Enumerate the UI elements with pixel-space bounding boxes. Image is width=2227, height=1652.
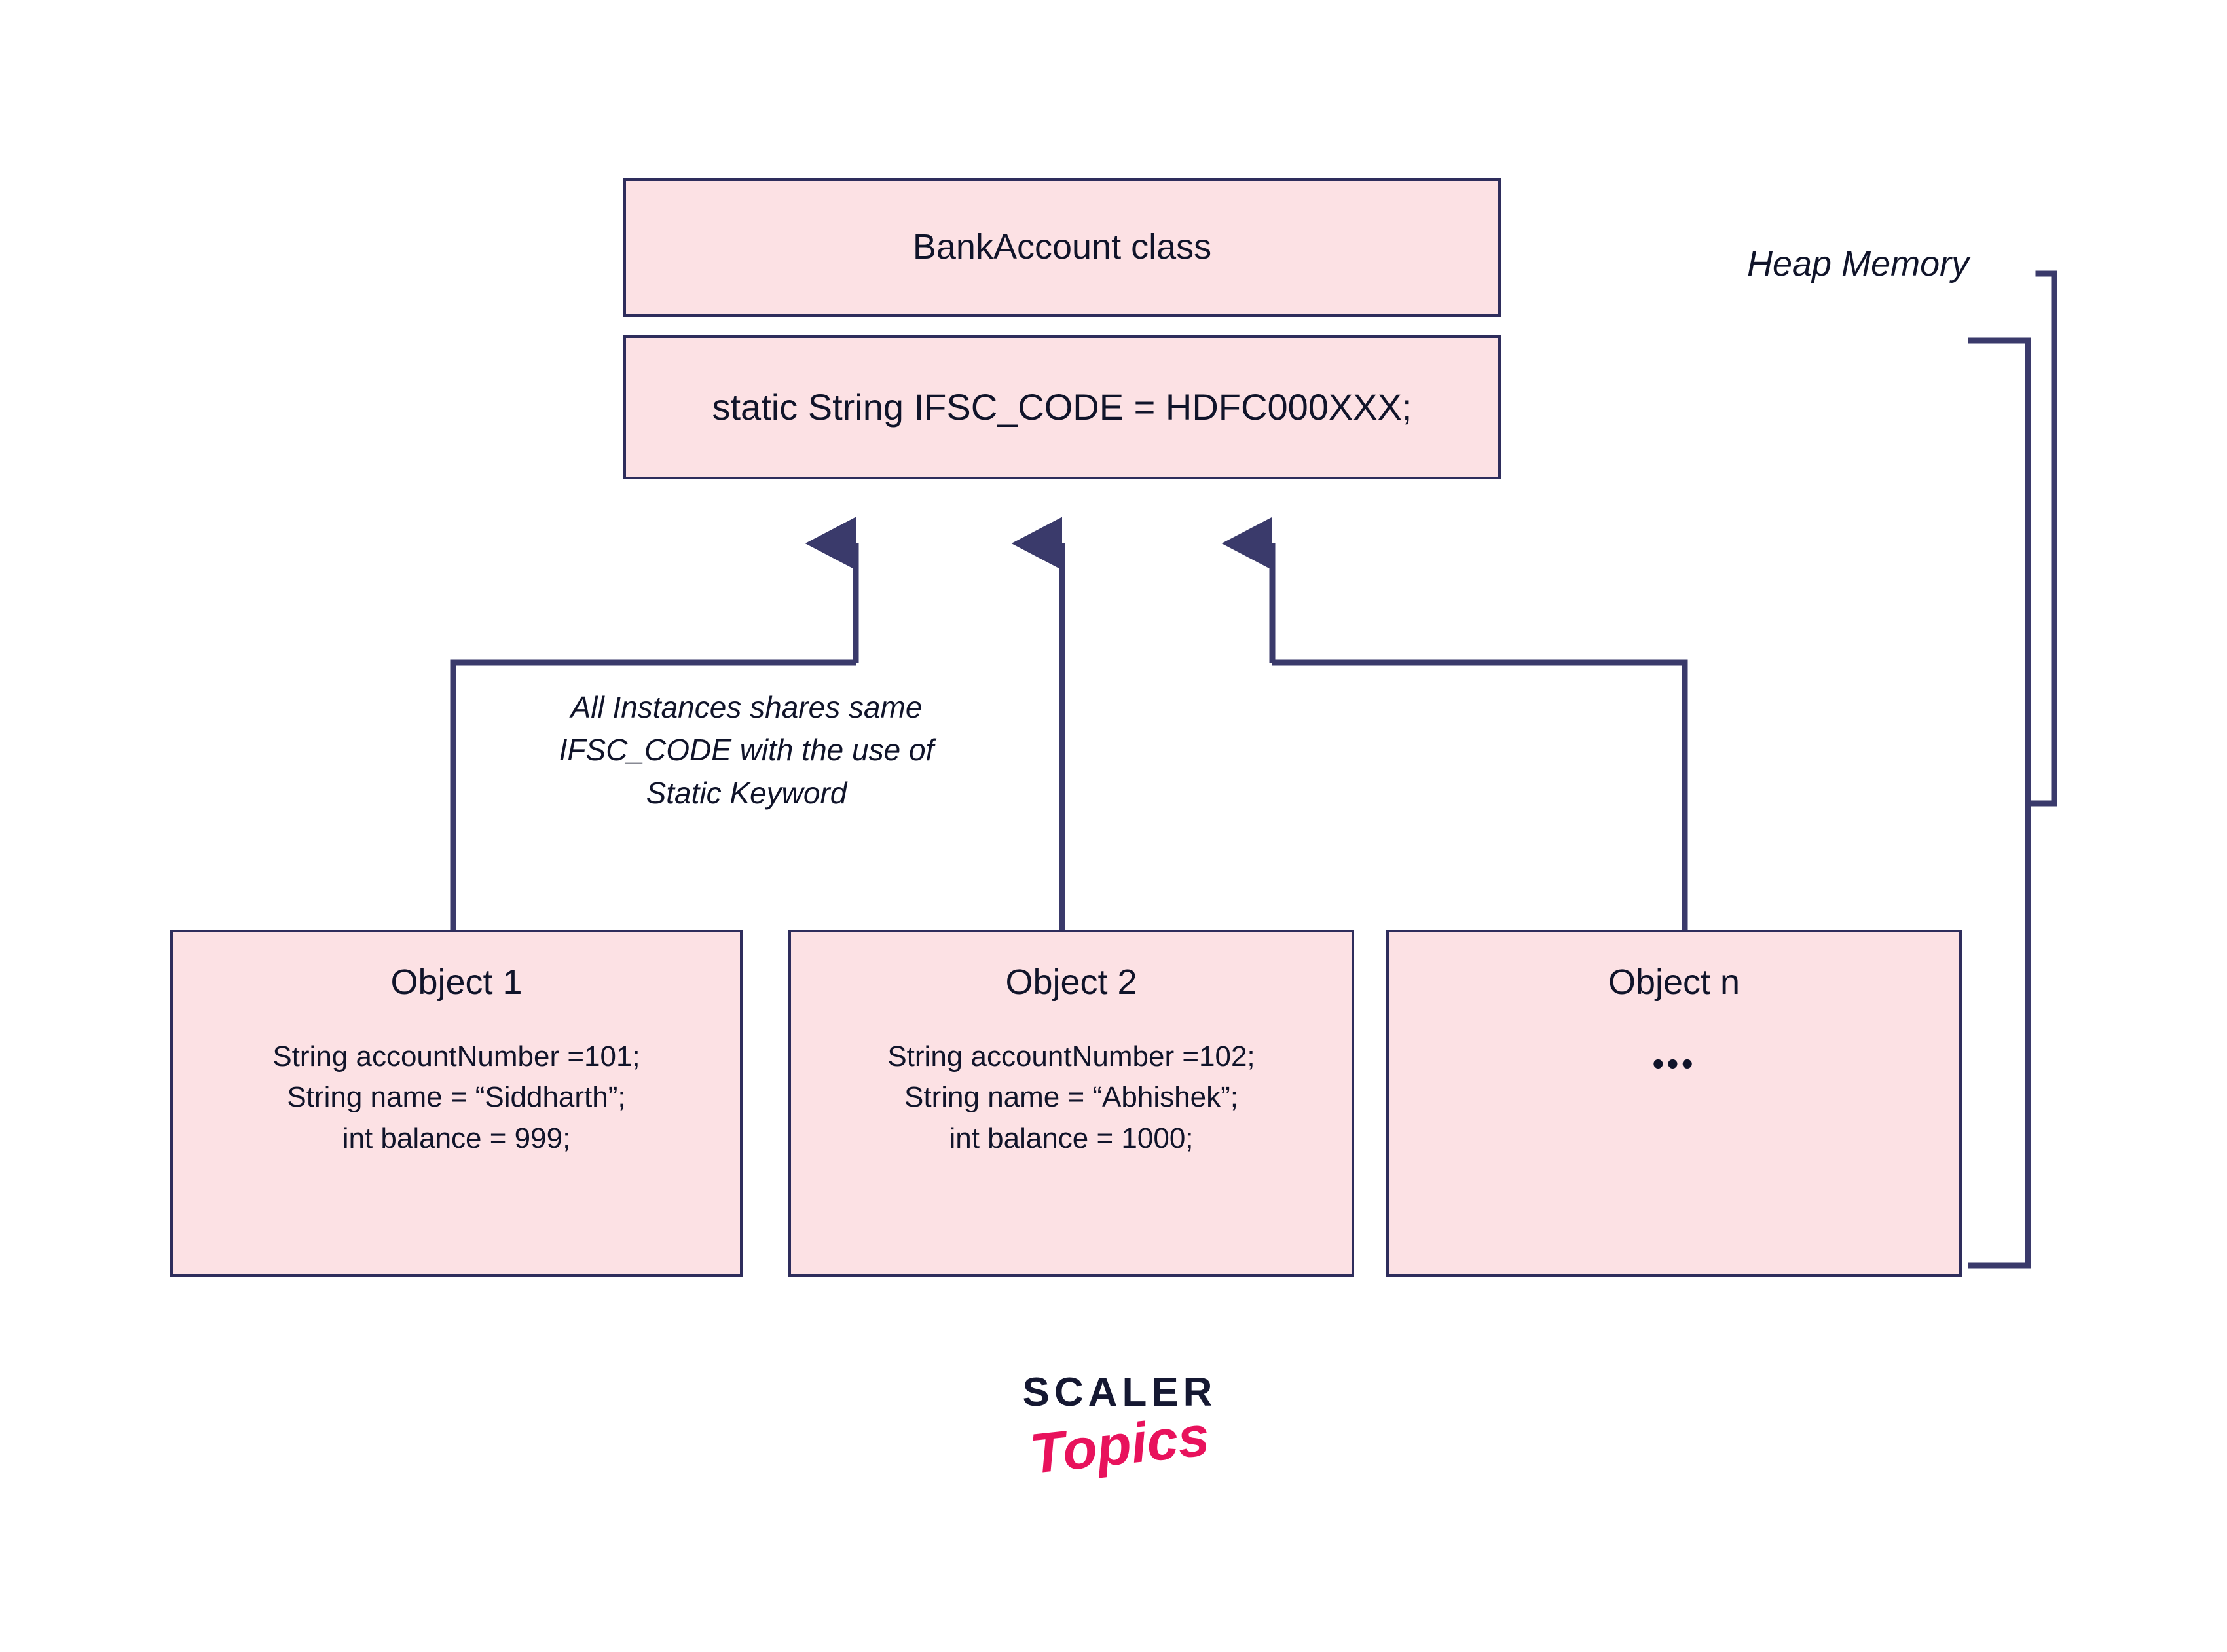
object-n-title: Object n xyxy=(1608,963,1740,1002)
logo-topics-text: Topics xyxy=(1027,1404,1213,1486)
object-2-box: Object 2 String accountNumber =102; Stri… xyxy=(788,930,1354,1277)
static-field-box: static String IFSC_CODE = HDFC000XXX; xyxy=(623,335,1501,479)
object-n-ellipsis: ••• xyxy=(1652,1045,1696,1083)
object-1-title: Object 1 xyxy=(390,963,523,1002)
object-2-title: Object 2 xyxy=(1005,963,1137,1002)
object-2-field-balance: int balance = 1000; xyxy=(949,1122,1194,1154)
object-2-field-accountnumber: String accountNumber =102; xyxy=(887,1040,1255,1073)
bankaccount-class-box: BankAccount class xyxy=(623,178,1501,317)
bankaccount-class-label: BankAccount class xyxy=(912,227,1212,267)
object-1-field-balance: int balance = 999; xyxy=(342,1122,571,1154)
heap-memory-label: Heap Memory xyxy=(1747,244,1970,284)
object-2-fields: String accountNumber =102; String name =… xyxy=(887,1037,1255,1159)
note-line-3: Static Keyword xyxy=(646,775,847,810)
note-line-2: IFSC_CODE with the use of xyxy=(559,733,934,767)
object-2-field-name: String name = “Abhishek”; xyxy=(904,1081,1238,1114)
note-line-1: All Instances shares same xyxy=(570,690,923,724)
object-n-box: Object n ••• xyxy=(1386,930,1962,1277)
heap-memory-bracket-inner xyxy=(1968,337,2031,1269)
object-1-box: Object 1 String accountNumber =101; Stri… xyxy=(170,930,743,1277)
scaler-topics-logo: SCALER Topics xyxy=(982,1370,1257,1486)
static-keyword-note: All Instances shares same IFSC_CODE with… xyxy=(504,686,989,815)
object-1-fields: String accountNumber =101; String name =… xyxy=(272,1037,640,1159)
object-1-field-accountnumber: String accountNumber =101; xyxy=(272,1040,640,1073)
logo-scaler-text: SCALER xyxy=(1022,1370,1217,1415)
heap-memory-bracket-outer xyxy=(2025,270,2057,807)
static-field-label: static String IFSC_CODE = HDFC000XXX; xyxy=(712,386,1412,428)
object-1-field-name: String name = “Siddharth”; xyxy=(287,1081,626,1114)
